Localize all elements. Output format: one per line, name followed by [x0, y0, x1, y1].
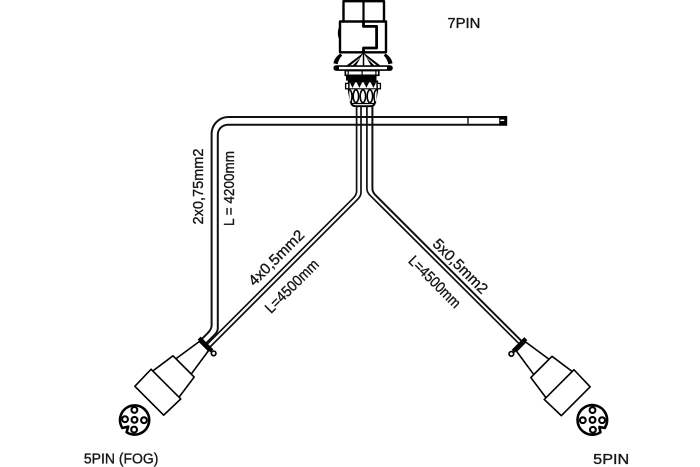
svg-text:L = 4200mm: L = 4200mm [221, 151, 238, 226]
svg-text:7PIN: 7PIN [447, 15, 480, 32]
svg-text:5PIN: 5PIN [593, 451, 629, 467]
svg-text:2x0,75mm2: 2x0,75mm2 [190, 149, 207, 225]
svg-text:5PIN (FOG): 5PIN (FOG) [84, 450, 158, 467]
